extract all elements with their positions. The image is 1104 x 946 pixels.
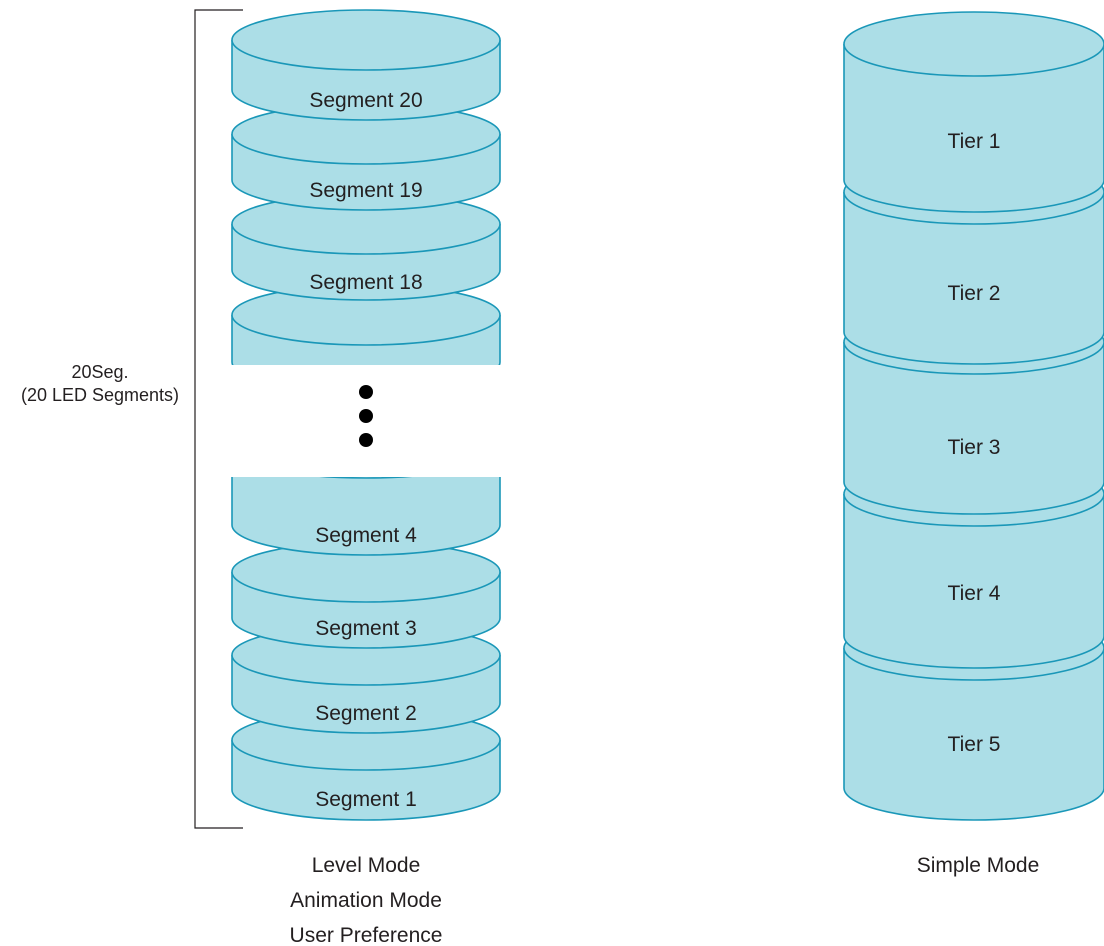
segment-disc-label: Segment 3 [315,617,417,640]
segment-disc: Segment 3 [231,541,501,649]
segment-disc: Segment 19 [231,103,501,211]
ellipsis-dot [359,433,373,447]
bracket-label-line1: 20Seg. [71,362,128,382]
ellipsis-dot [359,385,373,399]
omitted-segments-gap [224,365,508,477]
segment-disc-label: Segment 1 [315,788,417,811]
caption-simple-mode: Simple Mode [917,854,1040,877]
segment-disc-label: Segment 4 [315,524,417,547]
segment-disc-label: Segment 19 [309,179,422,202]
segment-disc-label: Segment 18 [309,271,422,294]
left-caption: Level Mode Animation Mode User Preferenc… [290,854,443,946]
caption-animation-mode: Animation Mode [290,889,442,912]
tier-disc-label: Tier 3 [948,436,1001,459]
segment-disc: Segment 18 [231,193,501,301]
caption-user-preference: User Preference [290,924,443,946]
segment-disc-label: Segment 2 [315,702,417,725]
segment-disc: Segment 20 [231,9,501,121]
tier-disc-label: Tier 2 [948,282,1001,305]
tier-disc-label: Tier 5 [948,733,1001,756]
tier-disc: Tier 1 [843,11,1104,213]
segment-count-bracket: 20Seg. (20 LED Segments) [21,9,243,829]
tier-disc-label: Tier 4 [948,582,1001,605]
tier-stack: Tier 5 Tier 4 Tier 3 Tier 2 Tier 1 [843,11,1104,821]
tier-disc-label: Tier 1 [948,130,1001,153]
segment-disc-label: Segment 20 [309,89,422,112]
bracket-label-line2: (20 LED Segments) [21,385,179,405]
ellipsis-dot [359,409,373,423]
caption-level-mode: Level Mode [312,854,421,877]
